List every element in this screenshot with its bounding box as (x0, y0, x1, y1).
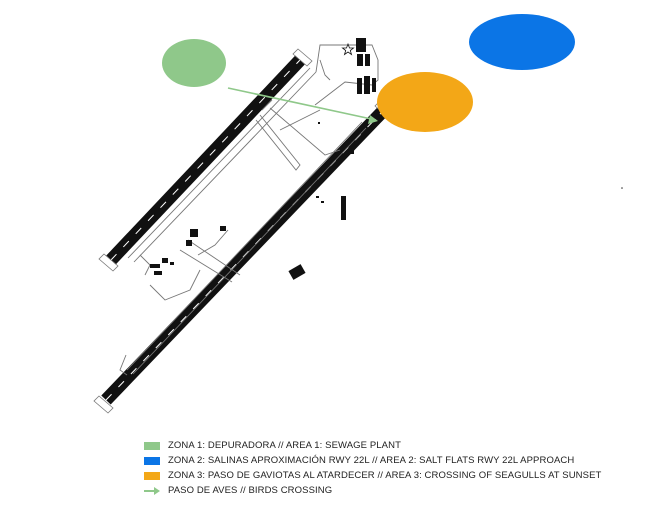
zone-1-sewage-plant (162, 39, 226, 87)
birds-crossing-label: PASO DE AVES // BIRDS CROSSING (168, 485, 333, 496)
zone-1-swatch (144, 441, 160, 450)
zone-3-swatch (144, 471, 160, 480)
zone-2-salt-flats (469, 14, 575, 70)
map-legend: ZONA 1: DEPURADORA // AREA 1: SEWAGE PLA… (144, 438, 644, 498)
terminal-buildings (150, 38, 376, 280)
legend-item-birds-crossing: PASO DE AVES // BIRDS CROSSING (144, 483, 644, 498)
airport-map (93, 14, 623, 414)
runway-left (98, 48, 313, 272)
zone-2-swatch (144, 456, 160, 465)
zone-3-label: ZONA 3: PASO DE GAVIOTAS AL ATARDECER //… (168, 470, 602, 481)
zone-3-seagulls-crossing (377, 72, 473, 132)
zone-1-label: ZONA 1: DEPURADORA // AREA 1: SEWAGE PLA… (168, 440, 401, 451)
taxiways (119, 44, 379, 376)
birds-crossing-arrow-icon (227, 87, 378, 124)
control-tower-star-icon (341, 42, 355, 56)
legend-item-zone-2: ZONA 2: SALINAS APROXIMACIÓN RWY 22L // … (144, 453, 644, 468)
birds-crossing-legend-arrow-icon (144, 487, 160, 495)
legend-item-zone-1: ZONA 1: DEPURADORA // AREA 1: SEWAGE PLA… (144, 438, 644, 453)
zone-2-label: ZONA 2: SALINAS APROXIMACIÓN RWY 22L // … (168, 455, 575, 466)
legend-item-zone-3: ZONA 3: PASO DE GAVIOTAS AL ATARDECER //… (144, 468, 644, 483)
